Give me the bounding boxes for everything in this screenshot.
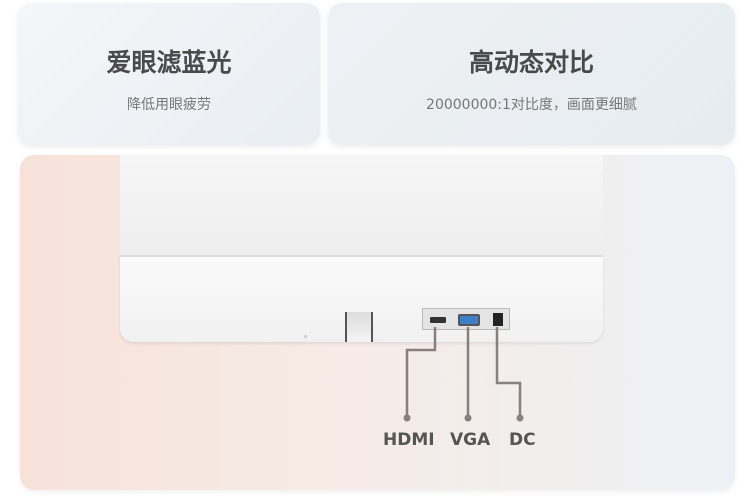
feature-card-contrast: 高动态对比 20000000:1对比度，画面更细腻: [328, 3, 735, 145]
hdmi-label: HDMI: [383, 430, 435, 450]
port-panel: [422, 308, 510, 330]
dc-port-icon: [493, 313, 503, 326]
dc-callout-line: [495, 327, 522, 417]
feature-card-blue-light: 爱眼滤蓝光 降低用眼疲劳: [18, 3, 320, 145]
vga-port-icon: [458, 314, 480, 326]
indicator-light: [304, 335, 307, 338]
feature-title: 高动态对比: [468, 48, 594, 77]
hdmi-callout-line: [405, 327, 437, 417]
dc-label: DC: [509, 430, 536, 450]
hdmi-dot: [403, 414, 411, 422]
monitor-stand: [345, 312, 373, 342]
vga-label: VGA: [450, 430, 491, 450]
port-callout-lines: [403, 327, 524, 422]
monitor-back: [120, 155, 603, 255]
hdmi-port-icon: [430, 317, 446, 323]
feature-subtitle: 20000000:1对比度，画面更细腻: [426, 97, 637, 113]
monitor-ports-panel: HDMI VGA DC: [20, 155, 735, 490]
feature-subtitle: 降低用眼疲劳: [127, 97, 211, 113]
feature-title: 爱眼滤蓝光: [106, 48, 232, 77]
vga-dot: [464, 414, 472, 422]
dc-dot: [516, 414, 524, 422]
